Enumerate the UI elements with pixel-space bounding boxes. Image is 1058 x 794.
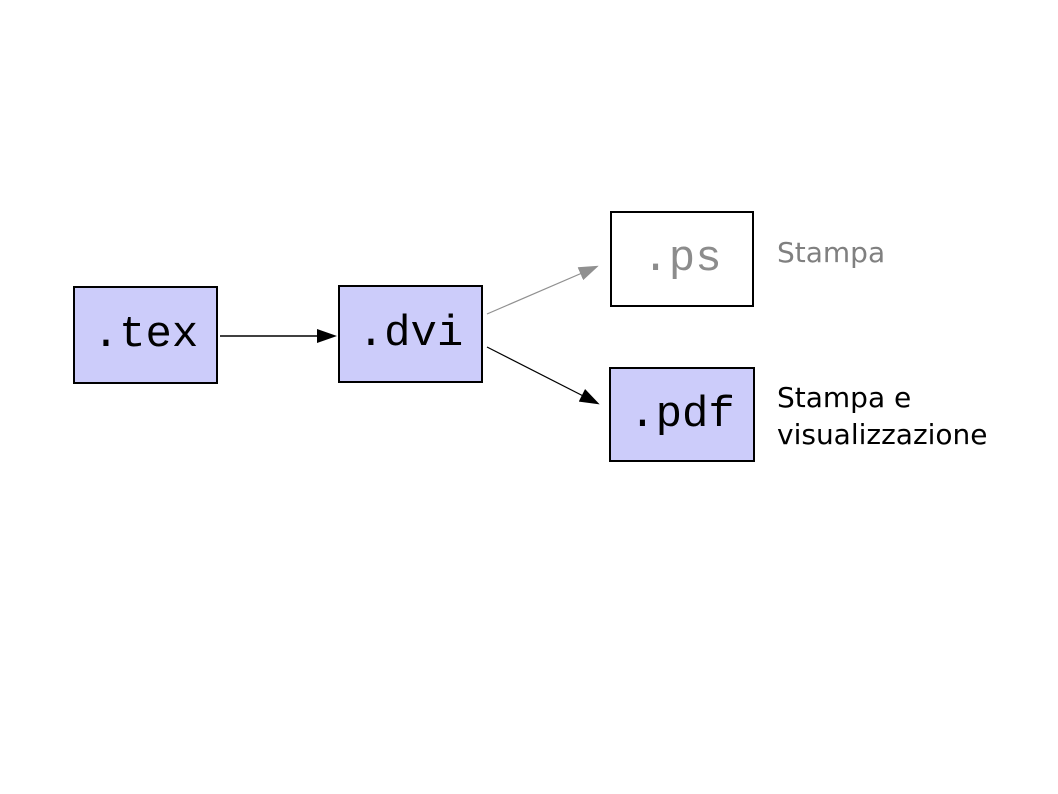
node-pdf-label: .pdf [629,389,735,440]
arrow-dvi-to-ps [486,265,599,315]
node-dvi: .dvi [338,285,483,383]
node-tex-label: .tex [92,310,199,360]
annotation-ps: Stampa [777,236,886,269]
node-pdf: .pdf [609,367,755,462]
node-ps: .ps [610,211,754,307]
node-ps-label: .ps [642,234,722,284]
node-dvi-label: .dvi [357,309,464,359]
annotation-pdf: Stampa e visualizzazione [777,381,988,451]
node-tex: .tex [73,286,218,384]
arrow-dvi-to-pdf [486,346,600,405]
